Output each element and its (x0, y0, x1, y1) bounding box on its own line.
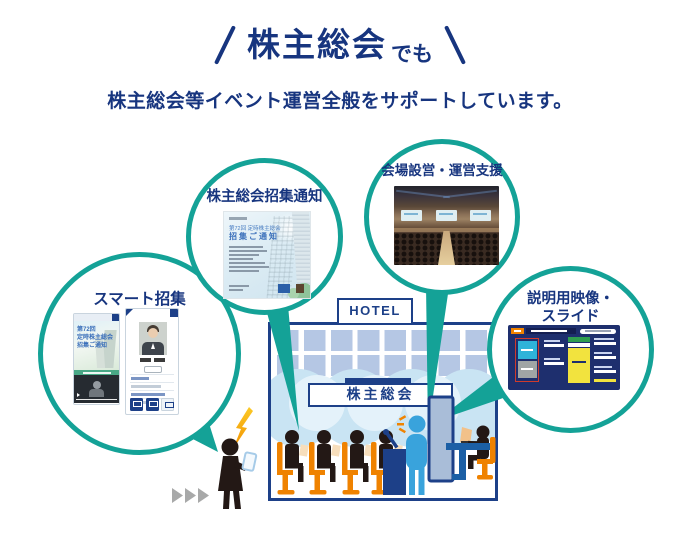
attendee-figure (277, 430, 309, 495)
callout-circle-slides: 説明用映像・ スライド (487, 266, 654, 433)
laptop-icon (460, 427, 472, 445)
notice-hero-text: 第72回 定時株主総会 招集ご通知 (77, 327, 114, 349)
video-player (74, 375, 119, 403)
screen-panel (427, 395, 455, 483)
conference-hall-photo (394, 186, 499, 265)
arrow-right-icon (172, 488, 183, 503)
callout-label: 株主総会招集通知 (206, 189, 323, 205)
attendee-figure (309, 430, 341, 495)
smartphone-icon (241, 451, 258, 472)
profile-buttons (130, 398, 174, 411)
arrow-right-icon (185, 488, 196, 503)
walking-person-icon (218, 438, 258, 509)
page-title: 株主総会 でも (0, 22, 680, 68)
phone-header (74, 314, 119, 321)
callout-circle-venue: 会場設営・運営支援 (364, 139, 520, 295)
reception-desk (446, 425, 496, 480)
play-icon (77, 393, 80, 397)
attendee-figure (342, 430, 374, 495)
convocation-cover: 第72回 定時株主総会 招集ご通知 (223, 211, 311, 299)
director-name-placeholder (126, 358, 178, 362)
podium (383, 429, 406, 495)
title-main: 株主総会 (247, 26, 387, 63)
presentation-slide (508, 325, 620, 390)
speaker-figure (397, 415, 427, 495)
smartphone-mockup-notice-page: 第72回 定時株主総会 招集ご通知 (73, 313, 120, 405)
callout-tail-venue (426, 285, 449, 430)
slash-decoration (443, 25, 467, 65)
cover-title-line1: 第72回 定時株主総会 (229, 226, 281, 232)
hotel-sign: HOTEL (337, 298, 413, 325)
arrow-right-icon (198, 488, 209, 503)
slide-bar-column (568, 337, 590, 383)
link-bar (74, 370, 119, 375)
callout-label: 説明用映像・ スライド (527, 291, 614, 326)
title-suffix: でも (391, 43, 433, 66)
callout-circle-notice: 株主総会招集通知 第72回 定時株主総会 招集ご通知 (186, 158, 343, 315)
backslash-decoration (213, 25, 237, 65)
callout-label: 会場設営・運営支援 (381, 163, 503, 178)
sign-bracket (345, 378, 411, 383)
tag-pill (144, 366, 162, 373)
callout-tail-notice (266, 305, 299, 431)
director-photo (139, 322, 167, 355)
callout-label: スマート招集 (93, 291, 186, 308)
notice-hero: 第72回 定時株主総会 招集ご通知 (74, 321, 119, 370)
cover-title-line2: 招集ご通知 (229, 232, 279, 241)
cover-body-text (229, 246, 269, 274)
lightning-icon (233, 407, 253, 449)
callout-circle-smart: スマート招集 第72回 定時株主総会 招集ご通知 (38, 252, 241, 455)
smartphone-mockup-profile-page (125, 308, 179, 415)
slide-left-chart (515, 338, 539, 382)
page-subtitle: 株主総会等イベント運営全般をサポートしています。 (107, 91, 573, 112)
center-aisle (438, 231, 455, 265)
